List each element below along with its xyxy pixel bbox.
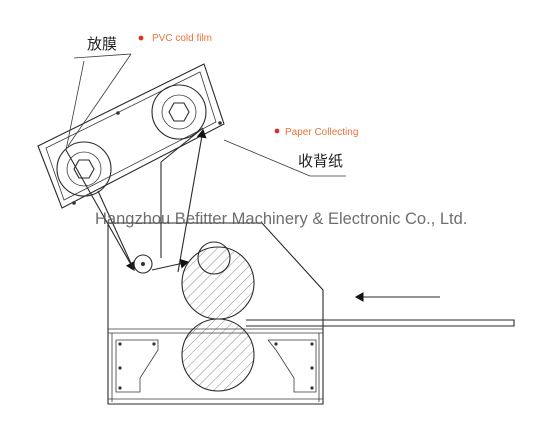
paper-collecting-roll <box>151 84 207 140</box>
film-release-en-label: PVC cold film <box>152 33 212 44</box>
company-watermark: Hangzhou Befitter Machinery & Electronic… <box>95 210 467 228</box>
film-label-dot <box>138 35 144 41</box>
paper-collecting-en-label: Paper Collecting <box>285 127 358 138</box>
film-release-cn-label: 放膜 <box>87 35 117 53</box>
paper-collecting-cn-label: 收背纸 <box>298 152 343 170</box>
lower-laminating-roll <box>181 318 255 392</box>
upper-laminating-roll <box>181 246 255 320</box>
film-release-roll <box>56 141 112 197</box>
guide-roller <box>133 254 153 274</box>
right-side-plate <box>267 339 317 393</box>
infeed-table <box>246 319 515 327</box>
material-paths <box>65 127 207 273</box>
label-leader-lines <box>65 53 346 177</box>
left-side-plate <box>115 339 159 393</box>
film-cassette <box>37 63 225 209</box>
paper-label-dot <box>274 128 280 134</box>
